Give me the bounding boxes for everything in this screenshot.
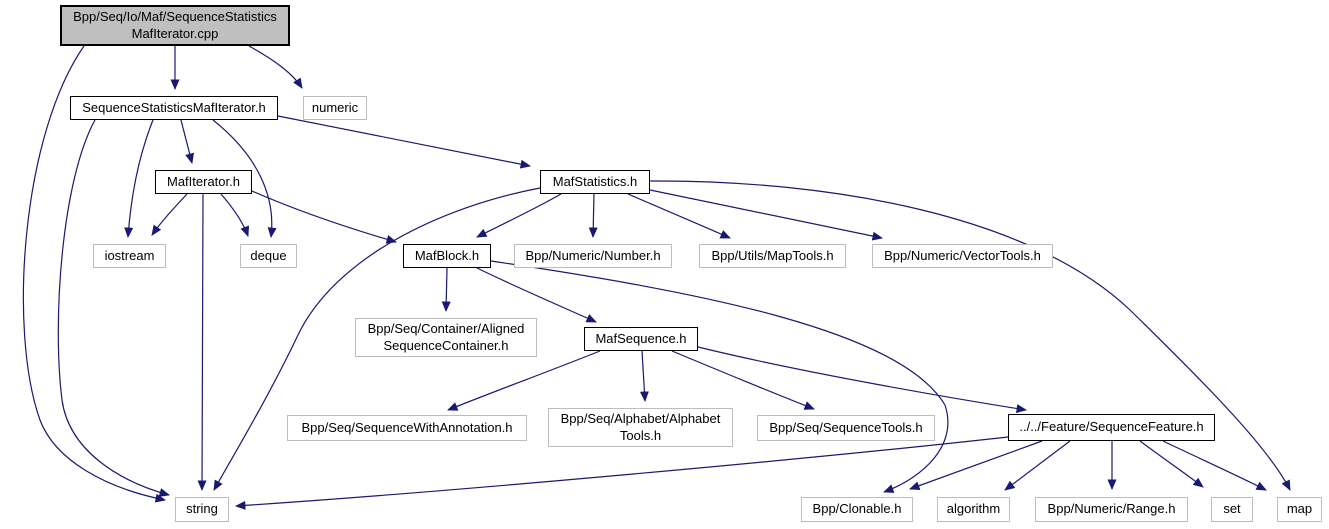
edge-mafblock-h-to-mafsequence-h	[476, 267, 597, 323]
node-bpp-numeric-number-h: Bpp/Numeric/Number.h	[514, 244, 672, 268]
node-set: set	[1211, 497, 1253, 522]
node-deque: deque	[240, 244, 297, 268]
node-mafblock-h[interactable]: MafBlock.h	[403, 244, 491, 268]
edge-seqstats-h-to-deque	[212, 119, 277, 238]
edge-mafblock-h-to-alignedseq-h	[441, 267, 451, 312]
edge-seqfeature-h-to-string	[235, 436, 1009, 510]
edge-mafiterator-h-to-deque	[220, 193, 250, 237]
edge-mafstatistics-h-to-number-h	[588, 193, 598, 238]
node-map: map	[1277, 497, 1322, 522]
edge-seqstats-h-to-string	[57, 119, 170, 497]
edge-seqfeature-h-to-clonable-h	[909, 440, 1043, 490]
edge-mafstatistics-h-to-string	[213, 187, 541, 491]
node-bpp-clonable-h: Bpp/Clonable.h	[801, 497, 913, 522]
node-algorithm: algorithm	[937, 497, 1010, 522]
node-sequencestatisticsmafiterator-h[interactable]: SequenceStatisticsMafIterator.h	[70, 96, 278, 120]
edge-mafstatistics-h-to-vectortools-h	[649, 189, 883, 241]
node-sequencestatisticsmafiterator-cpp: Bpp/Seq/Io/Maf/SequenceStatistics MafIte…	[60, 5, 290, 46]
node-numeric: numeric	[303, 96, 367, 120]
node-mafiterator-h[interactable]: MafIterator.h	[155, 170, 252, 194]
edge-cpp-to-string	[22, 45, 166, 503]
edge-seqstats-h-to-mafiterator-h	[180, 119, 195, 164]
edge-mafstatistics-h-to-map	[649, 180, 1291, 491]
edge-mafiterator-h-to-mafblock-h	[251, 190, 397, 244]
node-bpp-numeric-vectortools-h: Bpp/Numeric/VectorTools.h	[872, 244, 1053, 268]
edge-mafsequence-h-to-seqwithannot-h	[447, 350, 601, 411]
node-string: string	[175, 497, 229, 522]
edge-cpp-to-numeric	[248, 45, 303, 89]
node-alphabettools-h: Bpp/Seq/Alphabet/Alphabet Tools.h	[548, 408, 733, 447]
edge-mafsequence-h-to-seqfeature-h	[697, 346, 1027, 413]
node-bpp-numeric-range-h: Bpp/Numeric/Range.h	[1035, 497, 1188, 522]
edge-mafstatistics-h-to-mafblock-h	[476, 193, 562, 238]
edge-mafiterator-h-to-string	[197, 193, 207, 491]
edge-seqstats-h-to-mafstatistics-h	[277, 115, 531, 169]
edge-mafsequence-h-to-sequencetools-h	[671, 350, 815, 410]
node-sequencewithannotation-h: Bpp/Seq/SequenceWithAnnotation.h	[287, 415, 527, 441]
edge-seqfeature-h-to-set	[1139, 440, 1204, 488]
node-alignedsequencecontainer-h: Bpp/Seq/Container/Aligned SequenceContai…	[355, 318, 537, 357]
node-mafstatistics-h[interactable]: MafStatistics.h	[540, 170, 650, 194]
edge-seqstats-h-to-iostream	[124, 119, 154, 238]
edge-mafsequence-h-to-alphabettools-h	[639, 350, 649, 402]
edge-seqfeature-h-to-algorithm	[1004, 440, 1071, 491]
node-iostream: iostream	[93, 244, 166, 268]
edge-seqfeature-h-to-map	[1162, 440, 1267, 491]
node-bpp-utils-maptools-h: Bpp/Utils/MapTools.h	[699, 244, 846, 268]
node-sequencetools-h: Bpp/Seq/SequenceTools.h	[757, 415, 935, 441]
node-sequencefeature-h[interactable]: ../../Feature/SequenceFeature.h	[1008, 414, 1215, 441]
edge-mafblock-h-to-clonable-h	[490, 260, 949, 493]
edge-mafstatistics-h-to-maptools-h	[627, 193, 731, 239]
edge-mafiterator-h-to-iostream	[151, 193, 188, 236]
node-mafsequence-h[interactable]: MafSequence.h	[584, 327, 698, 351]
